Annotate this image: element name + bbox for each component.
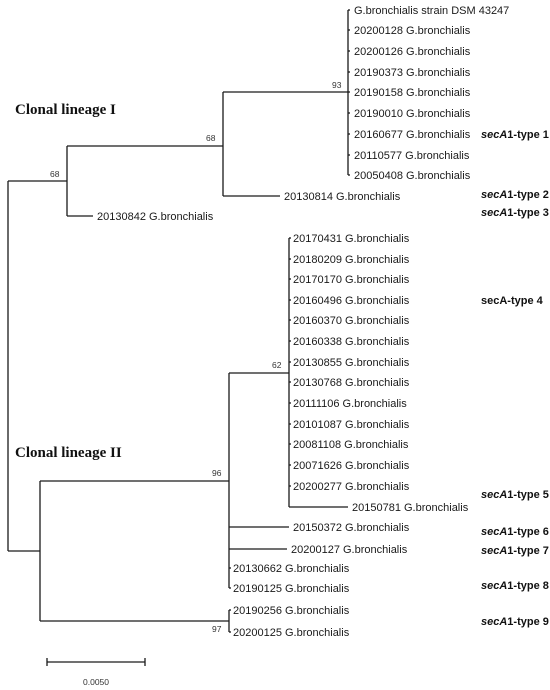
- bootstrap-value: 97: [212, 624, 222, 634]
- leaf-label: 20200127 G.bronchialis: [291, 544, 408, 556]
- leaf-label: 20150372 G.bronchialis: [293, 522, 410, 534]
- leaf-label: 20071626 G.bronchialis: [293, 460, 410, 472]
- leaf-label: 20190125 G.bronchialis: [233, 583, 350, 595]
- bootstrap-value: 96: [212, 468, 222, 478]
- leaf-label: 20170431 G.bronchialis: [293, 233, 410, 245]
- leaf-label: 20130842 G.bronchialis: [97, 211, 214, 223]
- leaf-label: 20190373 G.bronchialis: [354, 67, 471, 79]
- tree-branches: [7, 9, 350, 633]
- bootstrap-values: 68 68 93 96 62 97: [50, 80, 342, 634]
- clonal-lineage-2-label: Clonal lineage II: [15, 445, 122, 461]
- leaf-label: 20160677 G.bronchialis: [354, 129, 471, 141]
- leaf-label: 20130662 G.bronchialis: [233, 563, 350, 575]
- leaf-label: 20081108 G.bronchialis: [293, 439, 409, 451]
- leaf-label: 20200277 G.bronchialis: [293, 481, 410, 493]
- leaf-label: 20111106 G.bronchialis: [293, 398, 407, 410]
- leaf-label: 20190010 G.bronchialis: [354, 108, 471, 120]
- seca-type-1-label: secA1-type 1: [481, 129, 549, 141]
- leaf-label: 20200128 G.bronchialis: [354, 25, 471, 37]
- seca-type-8-label: secA1-type 8: [481, 580, 549, 592]
- leaf-labels: G.bronchialis strain DSM 43247 20200128 …: [97, 5, 509, 639]
- leaf-label: 20150781 G.bronchialis: [352, 502, 469, 514]
- seca-type-6-label: secA1-type 6: [481, 526, 549, 538]
- leaf-label: 20110577 G.bronchialis: [354, 150, 470, 162]
- leaf-label: 20170170 G.bronchialis: [293, 274, 410, 286]
- leaf-label: G.bronchialis strain DSM 43247: [354, 5, 509, 17]
- seca-type-5-label: secA1-type 5: [481, 489, 549, 501]
- bootstrap-value: 93: [332, 80, 342, 90]
- clonal-lineage-1-label: Clonal lineage I: [15, 102, 116, 118]
- leaf-label: 20130768 G.bronchialis: [293, 377, 410, 389]
- leaf-label: 20160370 G.bronchialis: [293, 315, 410, 327]
- seca-type-7-label: secA1-type 7: [481, 545, 549, 557]
- leaf-label: 20200126 G.bronchialis: [354, 46, 471, 58]
- leaf-label: 20190256 G.bronchialis: [233, 605, 350, 617]
- leaf-label: 20101087 G.bronchialis: [293, 419, 410, 431]
- leaf-label: 20200125 G.bronchialis: [233, 627, 350, 639]
- leaf-label: 20180209 G.bronchialis: [293, 254, 410, 266]
- leaf-label: 20160338 G.bronchialis: [293, 336, 410, 348]
- leaf-label: 20160496 G.bronchialis: [293, 295, 410, 307]
- leaf-label: 20130855 G.bronchialis: [293, 357, 410, 369]
- seca-type-2-label: secA1-type 2: [481, 189, 549, 201]
- leaf-label: 20130814 G.bronchialis: [284, 191, 401, 203]
- bootstrap-value: 68: [206, 133, 216, 143]
- scale-bar: 0.0050: [46, 658, 146, 687]
- bootstrap-value: 68: [50, 169, 60, 179]
- seca-type-3-label: secA1-type 3: [481, 207, 549, 219]
- seca-type-4-label: secA-type 4: [481, 295, 544, 307]
- leaf-label: 20190158 G.bronchialis: [354, 87, 471, 99]
- scale-bar-label: 0.0050: [83, 677, 109, 687]
- seca-type-labels: secA1-type 1 secA1-type 2 secA1-type 3 s…: [481, 129, 549, 628]
- leaf-label: 20050408 G.bronchialis: [354, 170, 471, 182]
- bootstrap-value: 62: [272, 360, 282, 370]
- seca-type-9-label: secA1-type 9: [481, 616, 549, 628]
